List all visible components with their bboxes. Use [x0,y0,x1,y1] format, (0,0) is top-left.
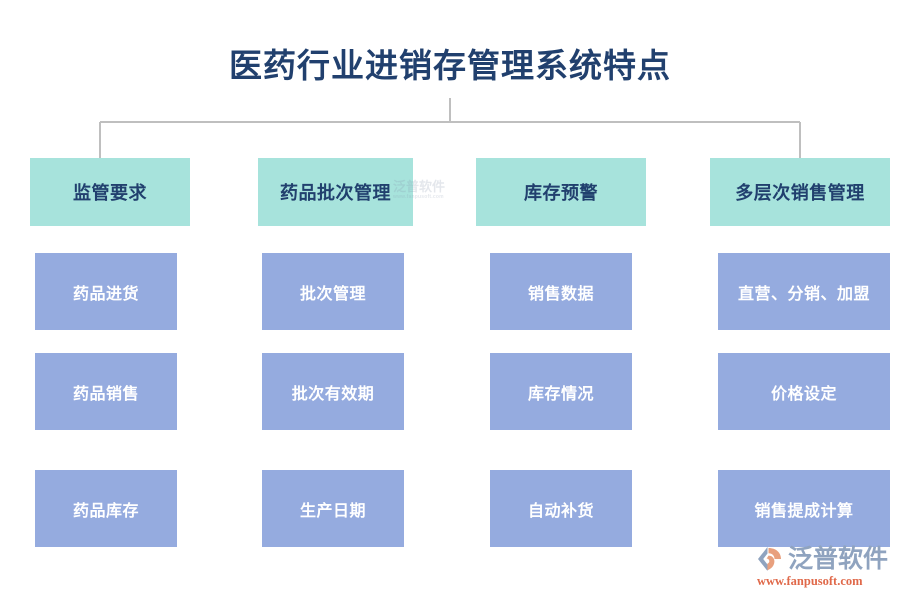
sub-box-c4-r1[interactable]: 直营、分销、加盟 [718,253,890,330]
brand-logo-top: 泛普软件 [755,543,888,575]
sub-box-c2-r3[interactable]: 生产日期 [262,470,404,547]
sub-box-c4-r1-label: 直营、分销、加盟 [737,285,870,303]
sub-box-c1-r1-label: 药品进货 [72,285,139,303]
sub-box-c3-r3[interactable]: 自动补货 [490,470,632,547]
fanpu-logo-mark-icon [758,547,781,571]
sub-box-c2-r2-label: 批次有效期 [291,385,375,403]
header-box-1-label: 监管要求 [73,183,147,203]
sub-box-c1-r2[interactable]: 药品销售 [35,353,177,430]
sub-box-c1-r2-label: 药品销售 [72,385,139,403]
sub-box-c1-r3-label: 药品库存 [72,502,139,520]
sub-box-c1-r1[interactable]: 药品进货 [35,253,177,330]
sub-box-c2-r1[interactable]: 批次管理 [262,253,404,330]
sub-box-c2-r2[interactable]: 批次有效期 [262,353,404,430]
sub-box-c2-r1-label: 批次管理 [299,285,366,303]
sub-box-c3-r3-label: 自动补货 [527,502,594,520]
header-box-3[interactable]: 库存预警 [476,158,646,226]
brand-url: www.fanpusoft.com [757,574,863,588]
sub-box-c2-r3-label: 生产日期 [299,502,366,520]
header-box-4[interactable]: 多层次销售管理 [710,158,890,226]
page-title: 医药行业进销存管理系统特点 [229,47,671,84]
header-box-1[interactable]: 监管要求 [30,158,190,226]
header-box-4-label: 多层次销售管理 [735,183,865,203]
sub-box-c1-r3[interactable]: 药品库存 [35,470,177,547]
sub-box-c4-r2[interactable]: 价格设定 [718,353,890,430]
header-box-2-label: 药品批次管理 [280,183,391,203]
brand-name: 泛普软件 [788,545,889,573]
sub-box-c4-r2-label: 价格设定 [770,385,837,403]
sub-box-c3-r2-label: 库存情况 [527,385,594,403]
sub-box-c3-r2[interactable]: 库存情况 [490,353,632,430]
sub-box-c4-r3-label: 销售提成计算 [754,502,854,520]
header-box-2[interactable]: 药品批次管理 [258,158,413,226]
sub-box-c3-r1-label: 销售数据 [527,285,594,303]
sub-box-c3-r1[interactable]: 销售数据 [490,253,632,330]
header-box-3-label: 库存预警 [524,183,598,203]
brand-logo: 泛普软件 www.fanpusoft.com [755,543,895,593]
sub-box-c4-r3[interactable]: 销售提成计算 [718,470,890,547]
